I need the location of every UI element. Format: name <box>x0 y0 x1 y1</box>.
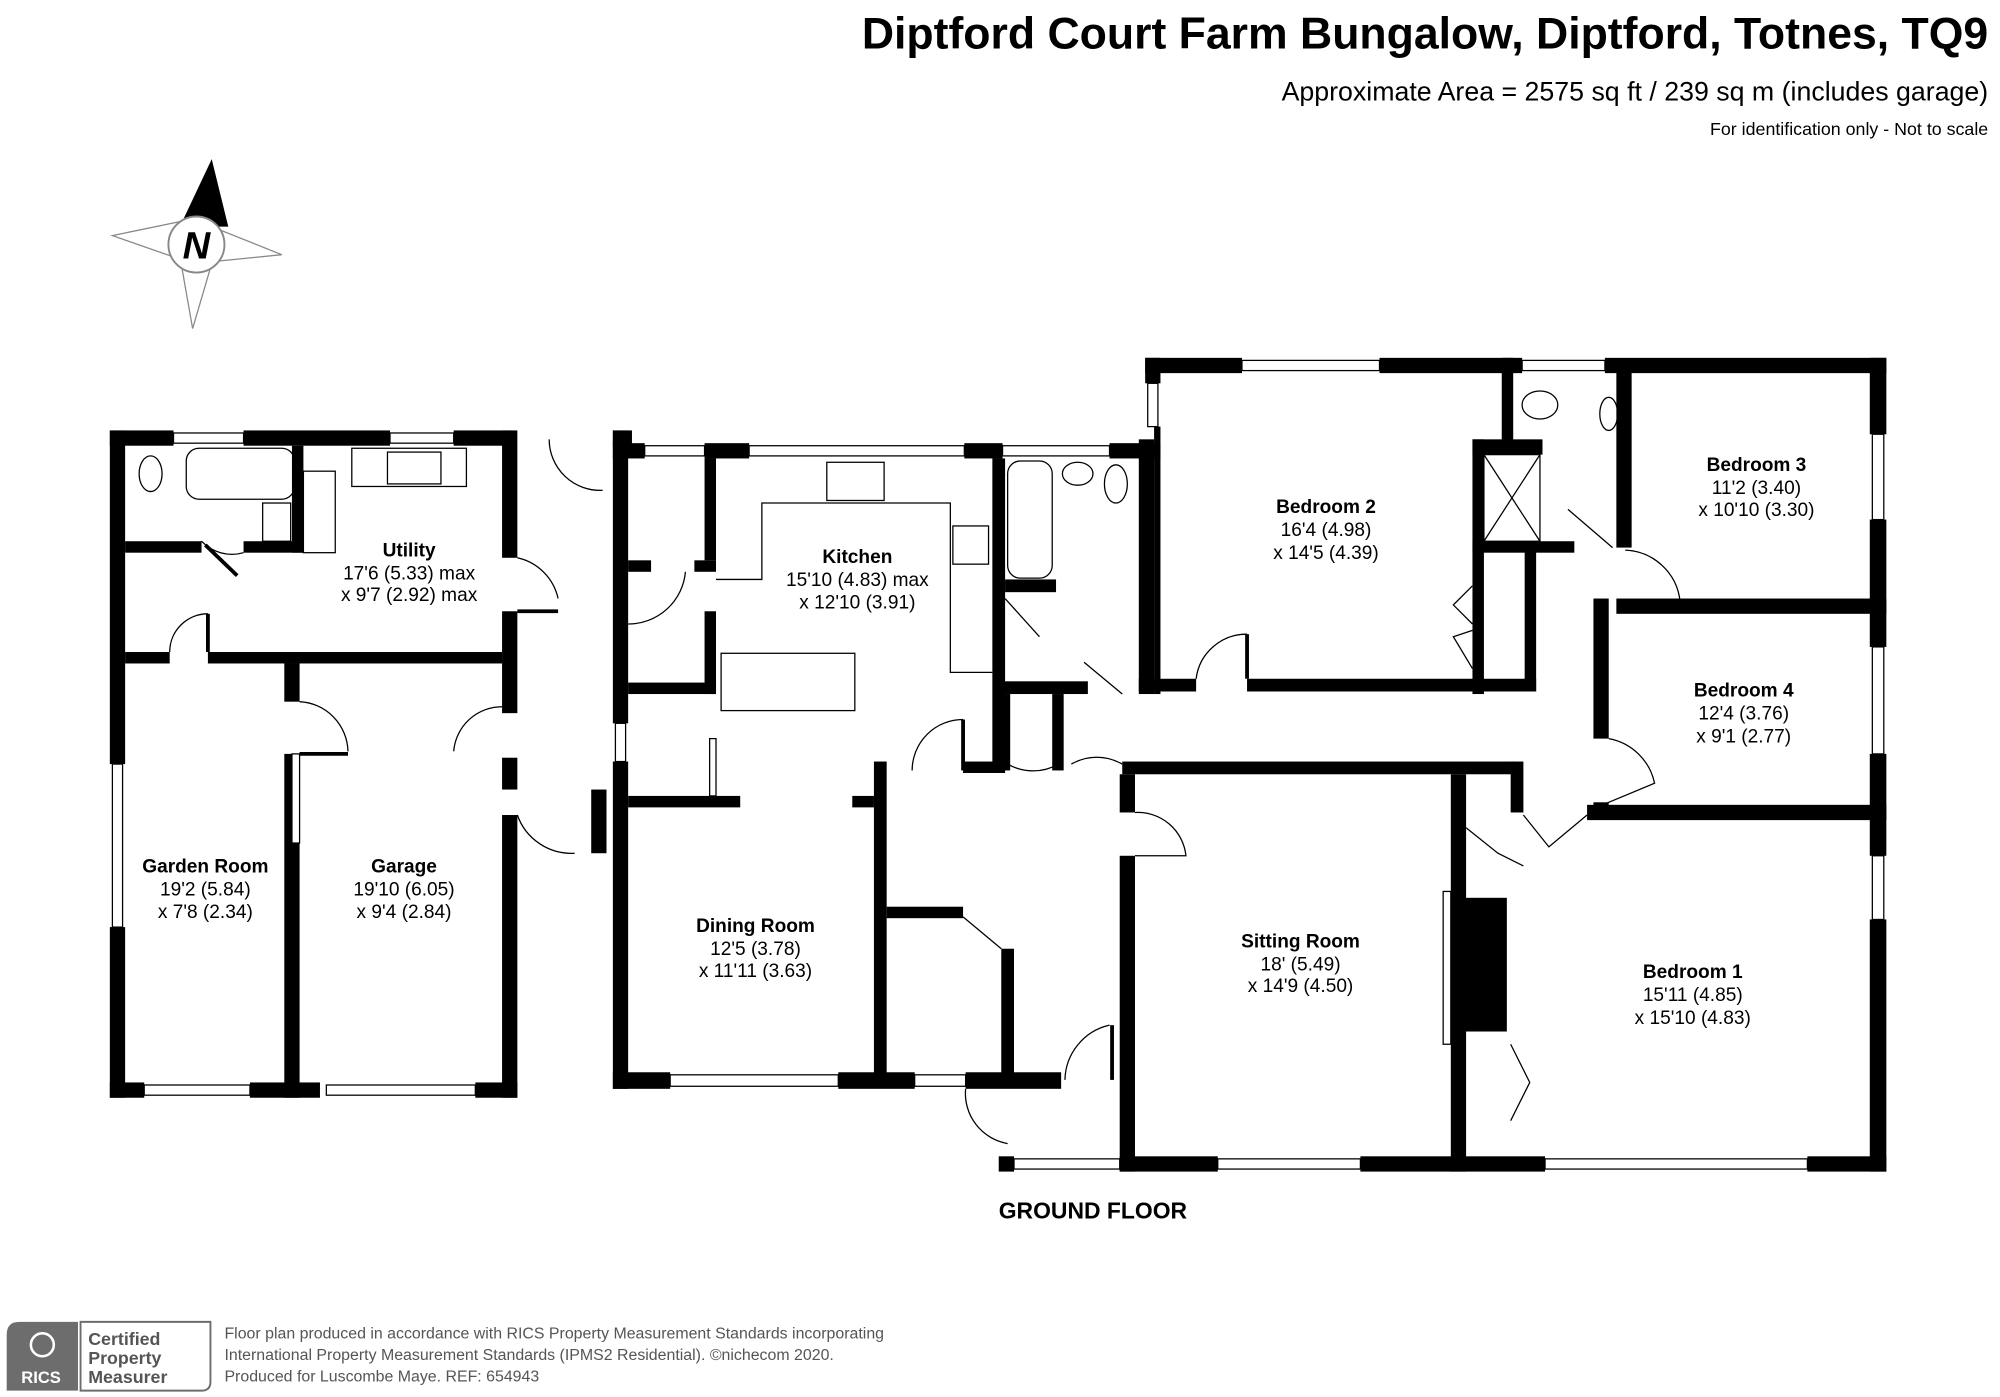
disclaimer: For identification only - Not to scale <box>1710 119 1988 139</box>
toilet-icon <box>1521 390 1559 420</box>
room-dimension: x 10'10 (3.30) <box>1698 500 1814 521</box>
room-dimension: x 9'1 (2.77) <box>1696 726 1791 747</box>
room-utility: Utility 17'6 (5.33) max x 9'7 (2.92) max <box>341 541 478 607</box>
shower-tray-icon <box>1483 453 1541 542</box>
fixtures-middle-block <box>716 460 1128 712</box>
room-dimension: 18' (5.49) <box>1261 954 1341 975</box>
room-bedroom-3: Bedroom 3 11'2 (3.40) x 10'10 (3.30) <box>1698 455 1814 521</box>
room-name: Kitchen <box>822 547 892 568</box>
windows-left-block <box>111 432 476 1096</box>
room-name: Sitting Room <box>1241 931 1360 952</box>
room-dimension: 19'2 (5.84) <box>160 879 251 900</box>
room-dimension: 17'6 (5.33) max <box>343 563 476 584</box>
north-arrow-icon: N <box>110 159 282 329</box>
doors-middle-block <box>628 571 1123 1145</box>
hob-icon <box>952 525 990 565</box>
basin-icon <box>1599 396 1619 432</box>
room-bedroom-4: Bedroom 4 12'4 (3.76) x 9'1 (2.77) <box>1694 681 1794 748</box>
room-dimension: x 12'10 (3.91) <box>799 593 915 614</box>
room-dimension: 15'10 (4.83) max <box>786 570 929 591</box>
room-dimension: x 11'11 (3.63) <box>699 961 812 982</box>
footer-line: International Property Measurement Stand… <box>224 1347 833 1364</box>
footer-line: Floor plan produced in accordance with R… <box>224 1325 884 1342</box>
room-name: Bedroom 2 <box>1276 497 1376 518</box>
room-sitting-room: Sitting Room 18' (5.49) x 14'9 (4.50) <box>1241 931 1360 997</box>
room-name: Utility <box>383 541 436 562</box>
rics-lion-icon <box>29 1332 56 1358</box>
doors-right-block <box>1134 508 1681 1121</box>
room-dimension: x 9'4 (2.84) <box>357 902 452 923</box>
windows-right-block <box>1013 359 1885 1170</box>
room-garden-room: Garden Room 19'2 (5.84) x 7'8 (2.34) <box>142 856 268 923</box>
room-bedroom-2: Bedroom 2 16'4 (4.98) x 14'5 (4.39) <box>1273 497 1379 564</box>
badge-line: Measurer <box>88 1367 167 1387</box>
area-summary: Approximate Area = 2575 sq ft / 239 sq m… <box>1282 77 1989 107</box>
doors-left-block <box>169 439 603 854</box>
footer-line: Produced for Luscombe Maye. REF: 654943 <box>224 1369 539 1386</box>
bath-icon <box>1007 460 1053 579</box>
basin-icon <box>1061 461 1094 486</box>
room-dimension: x 15'10 (4.83) <box>1635 1008 1751 1029</box>
room-dimension: 15'11 (4.85) <box>1643 985 1743 1006</box>
room-name: Bedroom 3 <box>1707 455 1807 476</box>
fireplace <box>1463 897 1507 1032</box>
kitchen-sink-icon <box>826 461 885 502</box>
badge-line: Certified <box>88 1329 160 1349</box>
windows-middle-block <box>614 445 1111 1087</box>
fixtures-left-block <box>138 447 468 554</box>
kitchen-island-icon <box>720 652 856 712</box>
room-dining-room: Dining Room 12'5 (3.78) x 11'11 (3.63) <box>696 916 815 982</box>
worktop-icon <box>351 447 468 488</box>
basin-icon <box>262 502 292 542</box>
room-dimension: x 14'5 (4.39) <box>1273 543 1379 564</box>
page-title: Diptford Court Farm Bungalow, Diptford, … <box>862 9 1988 58</box>
rics-logo-text: RICS <box>21 1368 61 1387</box>
compass-label: N <box>183 225 212 268</box>
floor-label: GROUND FLOOR <box>999 1198 1188 1224</box>
room-name: Bedroom 1 <box>1643 962 1743 983</box>
room-dimension: x 14'9 (4.50) <box>1248 976 1354 997</box>
room-dimension: 19'10 (6.05) <box>353 879 454 900</box>
room-dimension: 11'2 (3.40) <box>1712 478 1801 499</box>
room-garage: Garage 19'10 (6.05) x 9'4 (2.84) <box>353 856 454 923</box>
room-dimension: 16'4 (4.98) <box>1281 520 1372 541</box>
room-name: Dining Room <box>696 916 815 937</box>
room-dimension: 12'4 (3.76) <box>1698 704 1789 725</box>
room-name: Bedroom 4 <box>1694 681 1794 702</box>
badge-line: Property <box>88 1348 161 1368</box>
walls-left-block <box>109 430 632 1098</box>
bath-icon <box>185 447 296 500</box>
room-dimension: 12'5 (3.78) <box>710 939 801 960</box>
room-dimension: x 7'8 (2.34) <box>158 902 253 923</box>
room-name: Garage <box>371 856 437 877</box>
walls-right-block <box>998 357 1887 1172</box>
rics-badge: RICS Certified Property Measurer <box>6 1320 212 1392</box>
toilet-icon <box>1103 464 1128 504</box>
room-kitchen: Kitchen 15'10 (4.83) max x 12'10 (3.91) <box>786 547 929 614</box>
toilet-icon <box>138 455 163 493</box>
room-dimension: x 9'7 (2.92) max <box>341 585 478 606</box>
sink-icon <box>386 451 442 485</box>
room-name: Garden Room <box>142 856 268 877</box>
room-bedroom-1: Bedroom 1 15'11 (4.85) x 15'10 (4.83) <box>1635 962 1751 1029</box>
fixtures-right-block <box>1483 390 1619 542</box>
walls-middle-block <box>612 430 1161 1089</box>
